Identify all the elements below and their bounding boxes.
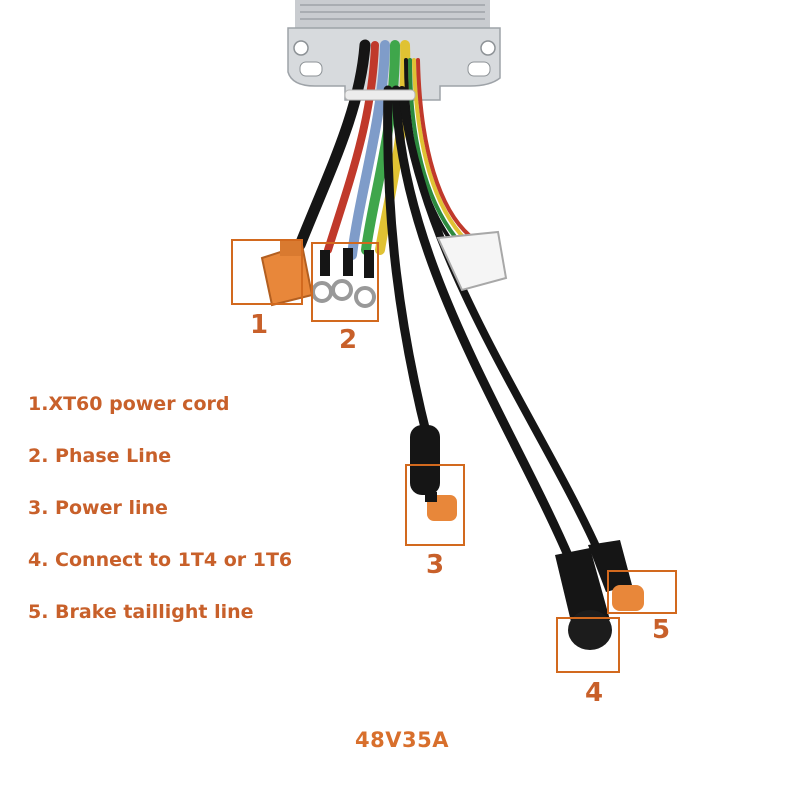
callout-number-1: 1	[250, 310, 269, 340]
phase-terminals	[311, 248, 376, 308]
connector-4-plug	[555, 548, 612, 650]
wire-bundle	[294, 39, 604, 565]
callout-box-3	[405, 464, 465, 546]
connector-3-plug	[410, 425, 457, 521]
legend-item-3: 3. Power line	[28, 497, 168, 519]
callout-number-3: 3	[426, 550, 445, 580]
callout-box-2	[311, 242, 379, 322]
hall-connector	[436, 230, 508, 292]
callout-number-5: 5	[652, 615, 671, 645]
model-label: 48V35A	[355, 728, 449, 752]
callout-number-2: 2	[339, 325, 358, 355]
legend-item-5: 5. Brake taillight line	[28, 601, 254, 623]
callout-number-4: 4	[585, 678, 604, 708]
callout-box-4	[556, 617, 620, 673]
callout-box-1	[231, 239, 303, 305]
connector-5-plug	[588, 540, 644, 611]
legend-item-4: 4. Connect to 1T4 or 1T6	[28, 549, 293, 571]
legend-item-1: 1.XT60 power cord	[28, 393, 230, 415]
callout-box-5	[607, 570, 677, 614]
legend-item-2: 2. Phase Line	[28, 445, 172, 467]
